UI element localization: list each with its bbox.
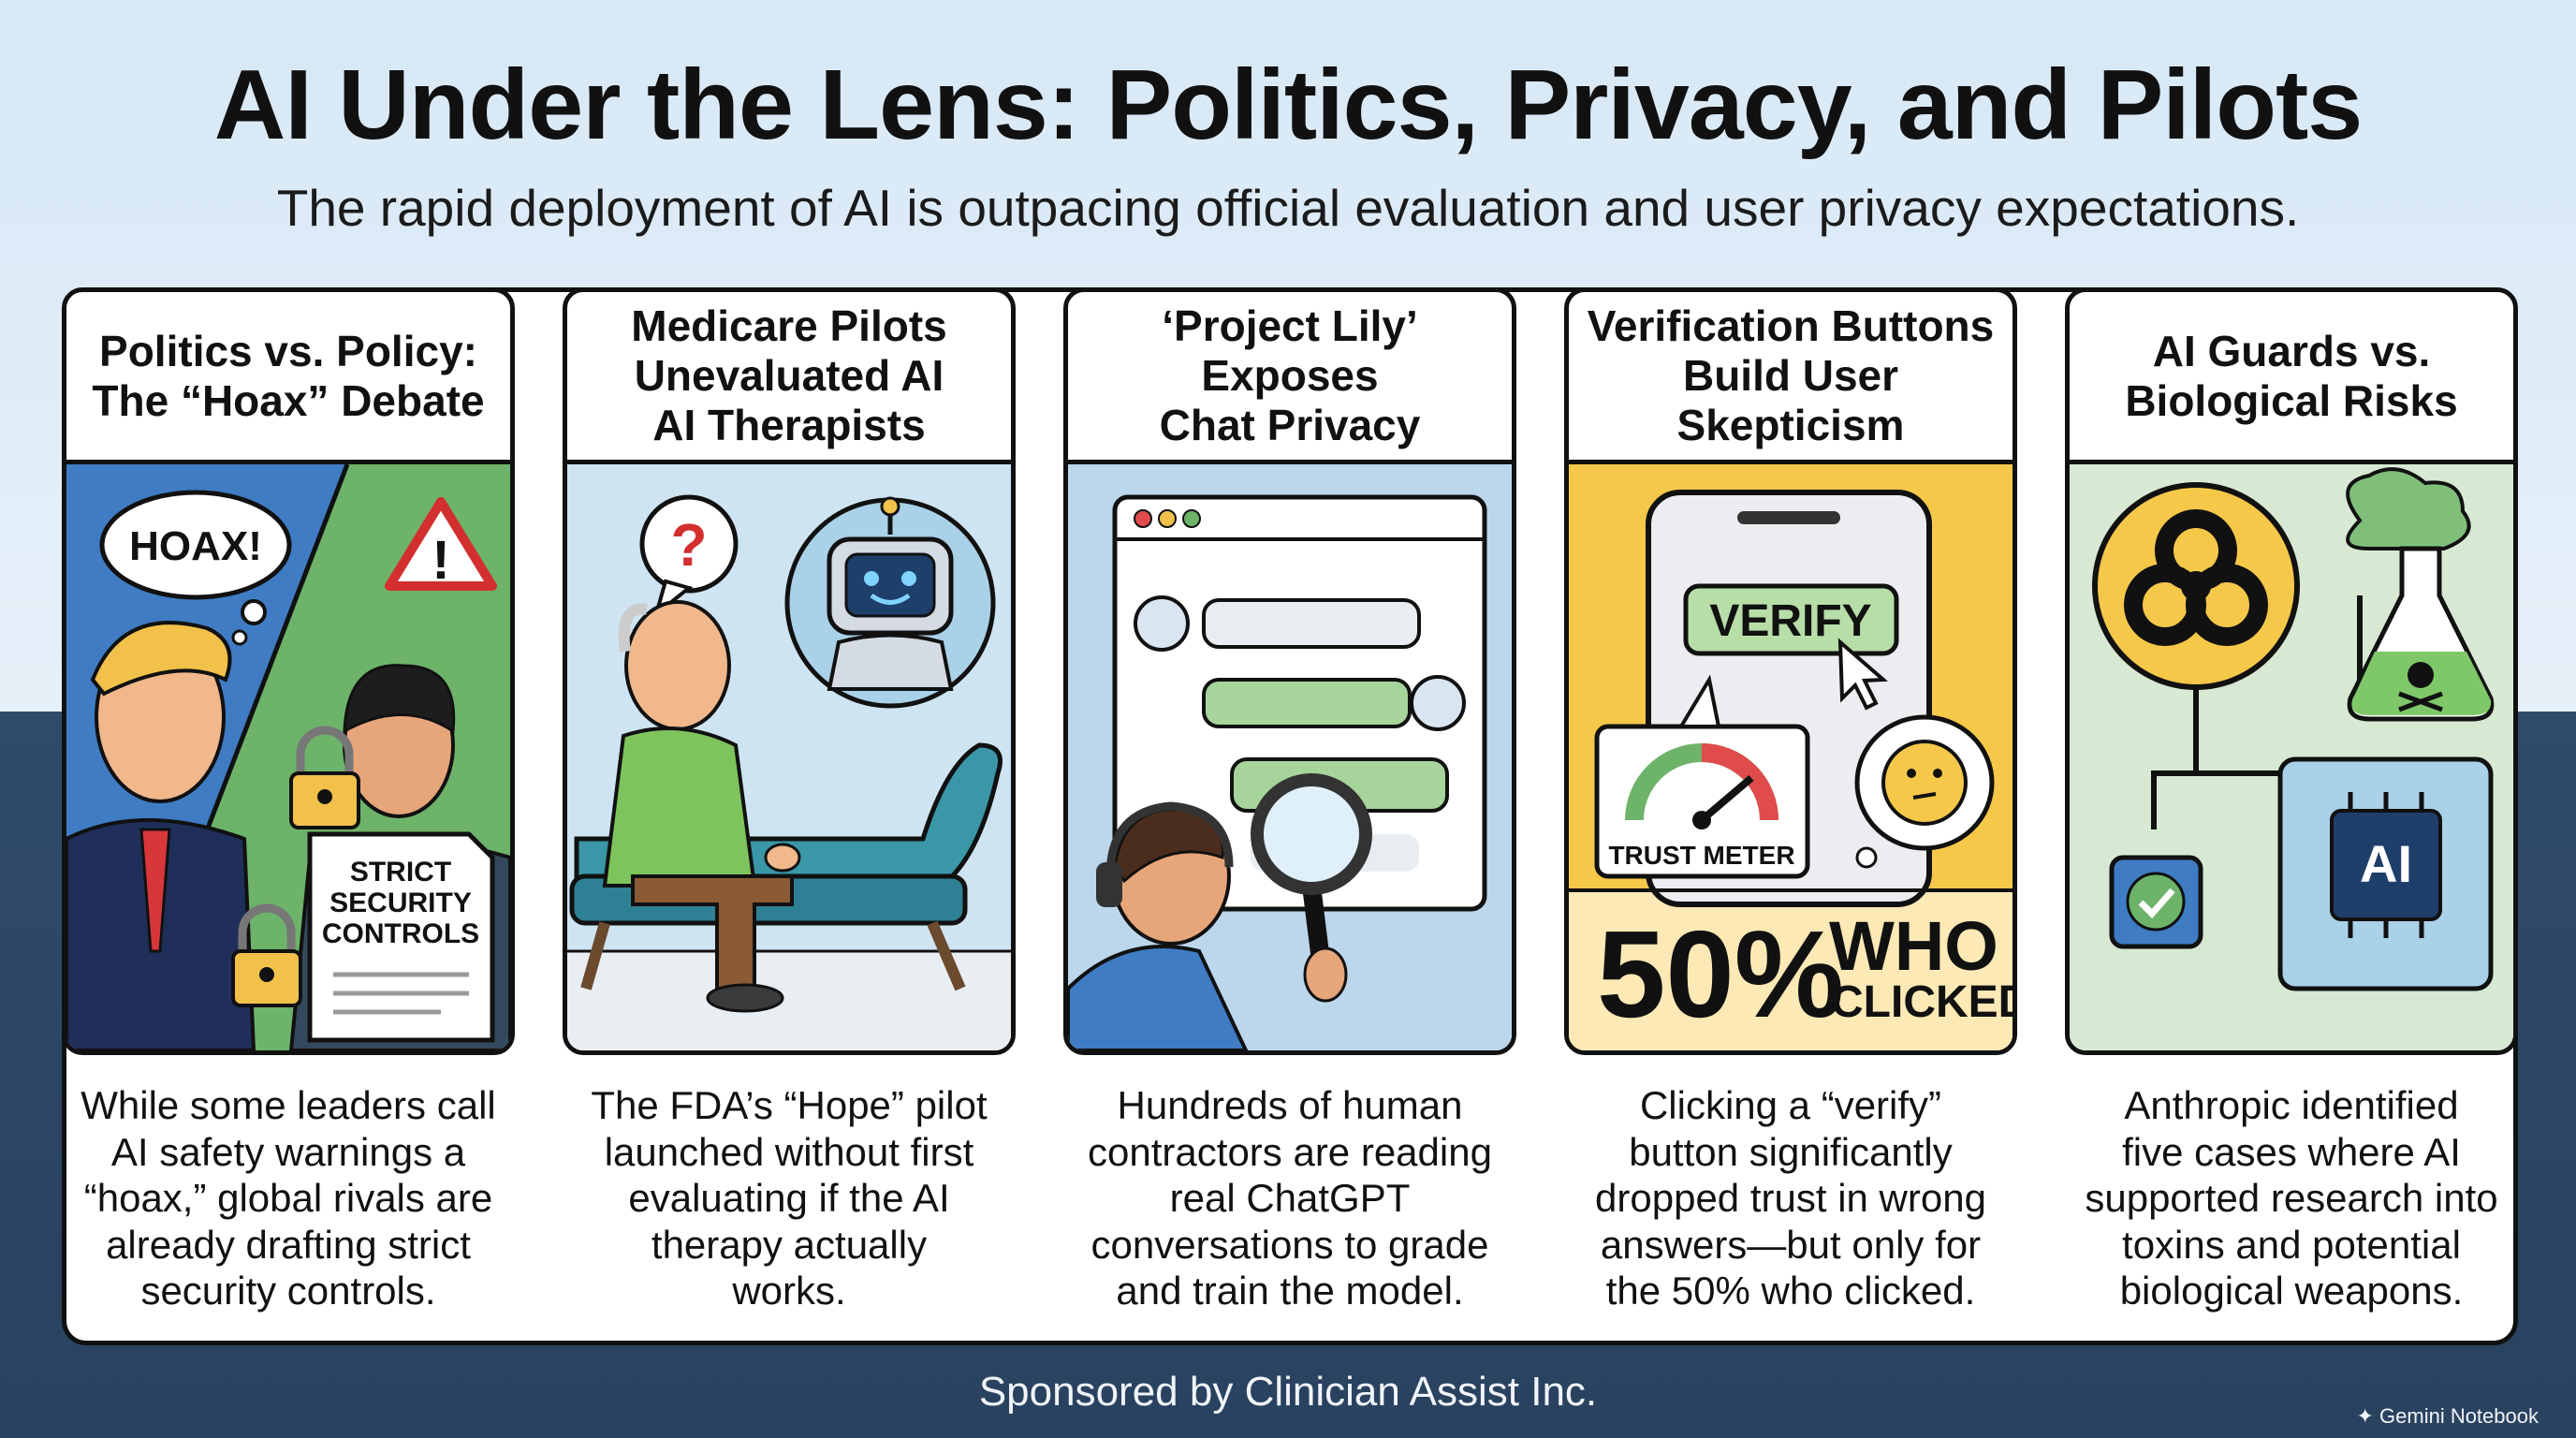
sparkle-icon: ✦ — [2356, 1404, 2380, 1428]
svg-text:VERIFY: VERIFY — [1709, 596, 1871, 646]
stat-50-percent: 50% WHO CLICKED — [1597, 905, 2012, 1043]
svg-text:SECURITY: SECURITY — [329, 888, 472, 918]
hoax-text: HOAX! — [129, 523, 262, 569]
page-title: AI Under the Lens: Politics, Privacy, an… — [213, 50, 2363, 160]
trust-meter: TRUST METER — [1594, 674, 1810, 879]
panel-politics: Politics vs. Policy: The “Hoax” Debate H… — [62, 287, 515, 1055]
panel-illustration: ? — [567, 464, 1011, 1050]
thinking-face-icon — [1854, 714, 1995, 869]
panel-illustration — [1068, 464, 1512, 1050]
svg-text:AI: AI — [2360, 834, 2412, 893]
magnifying-glass-icon — [1251, 773, 1372, 1003]
ai-chip-icon: AI — [2277, 756, 2494, 991]
panel-title: Politics vs. Policy: The “Hoax” Debate — [66, 292, 510, 464]
medicare-illustration: ? — [567, 464, 1011, 1050]
robot-therapist-icon — [784, 496, 996, 709]
svg-text:?: ? — [670, 511, 707, 579]
warning-triangle-icon: ! — [385, 497, 497, 591]
panel-title: Medicare Pilots Unevaluated AI AI Therap… — [567, 292, 1011, 464]
toxic-flask-icon — [2346, 467, 2495, 722]
panel-description: Clicking a “verify” button significantly… — [1595, 1083, 1986, 1313]
padlock-icon — [231, 903, 302, 1007]
panel-description: Hundreds of human contractors are readin… — [1088, 1083, 1492, 1313]
panel-title: Verification Buttons Build User Skeptici… — [1569, 292, 2012, 464]
svg-text:STRICT: STRICT — [350, 857, 451, 888]
hoax-speech-bubble: HOAX! — [99, 490, 292, 646]
padlock-icon — [289, 726, 360, 829]
bio-risks-illustration: AI — [2070, 464, 2513, 1050]
panel-title: ‘Project Lily’ Exposes Chat Privacy — [1068, 292, 1512, 464]
verification-illustration: VERIFY TRUST METER — [1569, 464, 2012, 1050]
svg-text:!: ! — [432, 530, 449, 591]
security-controls-document: STRICT SECURITY CONTROLS — [307, 831, 495, 1043]
panel-bio-risks: AI Guards vs. Biological Risks — [2065, 287, 2518, 1055]
politics-illustration: HOAX! ! — [66, 464, 510, 1050]
elderly-patient — [602, 600, 801, 1013]
panel-illustration: AI — [2070, 464, 2513, 1050]
cursor-icon — [1837, 638, 1889, 711]
svg-text:CONTROLS: CONTROLS — [322, 918, 479, 949]
project-lily-illustration — [1068, 464, 1512, 1050]
svg-text:TRUST METER: TRUST METER — [1608, 841, 1794, 870]
panel-illustration: VERIFY TRUST METER — [1569, 464, 2012, 1050]
panel-verification: Verification Buttons Build User Skeptici… — [1564, 287, 2017, 1055]
svg-text:CLICKED: CLICKED — [1831, 977, 2012, 1027]
panel-description: Anthropic identified five cases where AI… — [2085, 1083, 2498, 1313]
chat-window-icon — [1112, 494, 1487, 912]
panel-description: The FDA’s “Hope” pilot launched without … — [591, 1083, 988, 1313]
page-subtitle: The rapid deployment of AI is outpacing … — [276, 179, 2300, 237]
panel-medicare: Medicare Pilots Unevaluated AI AI Therap… — [563, 287, 1016, 1055]
svg-text:50%: 50% — [1597, 905, 1844, 1043]
checkmark-icon — [2109, 855, 2203, 949]
headset-contractor-icon — [1068, 801, 1249, 1050]
sponsor-footer: Sponsored by Clinician Assist Inc. — [978, 1369, 1598, 1415]
panel-title: AI Guards vs. Biological Risks — [2070, 292, 2513, 464]
verify-button[interactable]: VERIFY — [1683, 583, 1899, 656]
svg-text:WHO: WHO — [1829, 907, 1998, 985]
biohazard-icon — [2092, 482, 2300, 690]
panel-project-lily: ‘Project Lily’ Exposes Chat Privacy — [1063, 287, 1516, 1055]
gemini-notebook-brand: ✦ Gemini Notebook — [2356, 1404, 2539, 1428]
panel-illustration: HOAX! ! — [66, 464, 510, 1050]
panel-description: While some leaders call AI safety warnin… — [80, 1083, 496, 1313]
